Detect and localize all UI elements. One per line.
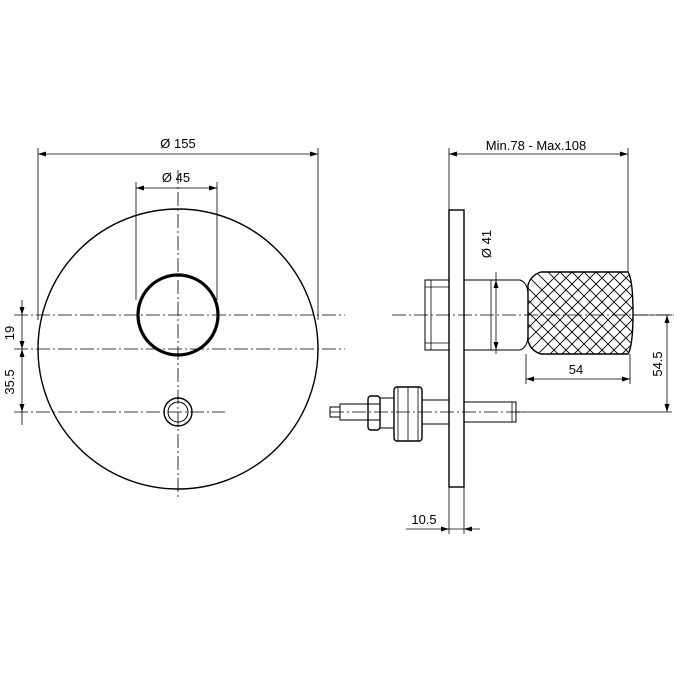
handle-diameter-dimension: Ø 41 xyxy=(479,230,499,354)
knurl-pattern xyxy=(528,272,633,354)
inner-diameter-dimension: Ø 45 xyxy=(135,170,218,300)
knurled-handle xyxy=(527,271,634,355)
height-label: 54.5 xyxy=(650,351,665,376)
wall-plate-profile xyxy=(448,209,465,488)
plate-thickness-dimension: 10.5 xyxy=(406,487,480,534)
cartridge-housing xyxy=(424,279,450,351)
handle-circle xyxy=(136,273,220,357)
height-dimension: 54.5 xyxy=(516,314,672,413)
offset-19-label: 19 xyxy=(2,326,17,340)
handle-length-dimension: 54 xyxy=(525,354,631,384)
diverter-knob-outer xyxy=(163,397,193,427)
wall-plate-circle xyxy=(37,208,319,490)
plate-thickness-label: 10.5 xyxy=(411,512,436,527)
inner-diameter-label: Ø 45 xyxy=(162,170,190,185)
outer-diameter-dimension: Ø 155 xyxy=(37,136,319,320)
depth-range-dimension: Min.78 - Max.108 xyxy=(448,138,629,272)
outer-diameter-label: Ø 155 xyxy=(160,136,195,151)
diverter-knob-inner xyxy=(167,401,189,423)
diverter-spindle xyxy=(329,386,517,442)
depth-range-label: Min.78 - Max.108 xyxy=(486,138,586,153)
offset-35-5-label: 35.5 xyxy=(2,369,17,394)
vertical-offset-dimensions: 19 35.5 xyxy=(2,300,25,425)
handle-length-label: 54 xyxy=(569,362,583,377)
handle-diameter-label: Ø 41 xyxy=(479,230,494,258)
front-view: Ø 155 Ø 45 19 35.5 xyxy=(2,136,345,500)
side-view: Min.78 - Max.108 Ø 41 54 54.5 xyxy=(329,138,674,534)
